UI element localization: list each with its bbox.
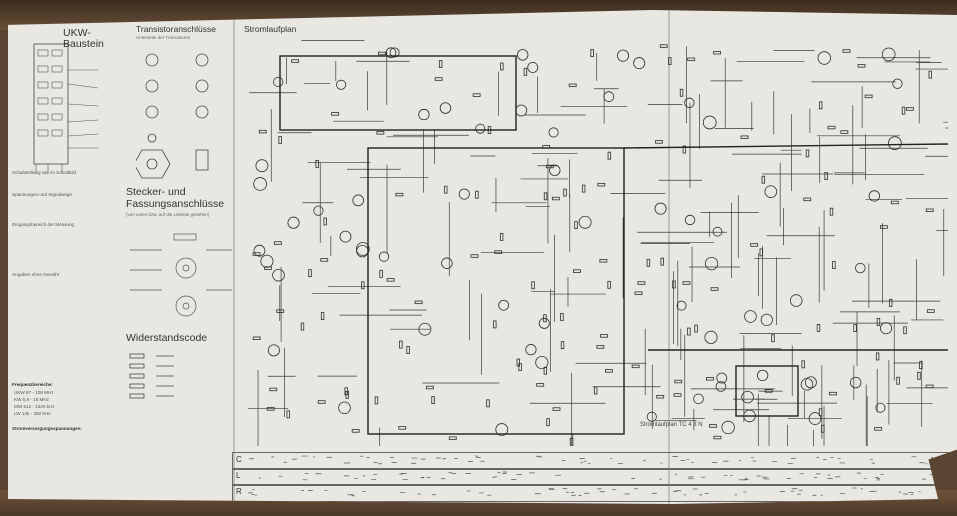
- connectors-title: Stecker- und Fassungsanschlüsse: [126, 186, 225, 210]
- voltage-heading: Stromversorgungsspannungen:: [12, 426, 82, 431]
- connectors-subtitle: (von unten bzw. auf die Lötseite gesehen…: [126, 212, 210, 217]
- model-label: Stromlaufplan TC 4 3 N: [640, 422, 703, 428]
- schematic-sheet: UKW- Baustein Schaltstellung wie im Scha…: [8, 10, 957, 504]
- transistor-subtitle: Unterseite der Transistoren: [136, 35, 191, 40]
- frequency-row: UKW 87 - 108 MHz: [14, 390, 54, 395]
- circuit-schematic: [248, 40, 949, 446]
- transistor-pinout-diagrams: [136, 53, 209, 179]
- legend-ticks: [248, 455, 951, 497]
- transistor-title: Transistoranschlüsse: [136, 24, 216, 34]
- fold-line: [668, 10, 670, 504]
- frequency-heading: Frequenzbereiche:: [12, 382, 53, 387]
- fold-line: [233, 10, 235, 504]
- left-note: Eingangsbereich der Messung: [12, 222, 75, 227]
- frequency-row: LW 145 - 350 kHz: [14, 411, 51, 416]
- left-note: Angaben ohne Gewähr: [12, 272, 60, 277]
- connector-diagrams: [130, 233, 232, 317]
- schematic-title: Stromlaufplan: [244, 24, 297, 34]
- left-notes-panel: UKW- Baustein Schaltstellung wie im Scha…: [8, 10, 120, 504]
- frequency-row: MW 512 - 1620 kHz: [14, 404, 55, 409]
- resistor-code-table: [129, 353, 174, 399]
- left-note: Spannungen und Signalwege: [12, 192, 73, 197]
- left-note: Schaltstellung wie im Schaltbild: [12, 170, 77, 175]
- resistor-code-title: Widerstandscode: [126, 332, 208, 344]
- component-legend-table: C L R: [232, 452, 954, 504]
- ukw-module-diagram: [33, 43, 99, 174]
- ukw-module-title: UKW- Baustein: [63, 27, 104, 50]
- frequency-row: KW 5,9 - 18 MHz: [14, 397, 49, 402]
